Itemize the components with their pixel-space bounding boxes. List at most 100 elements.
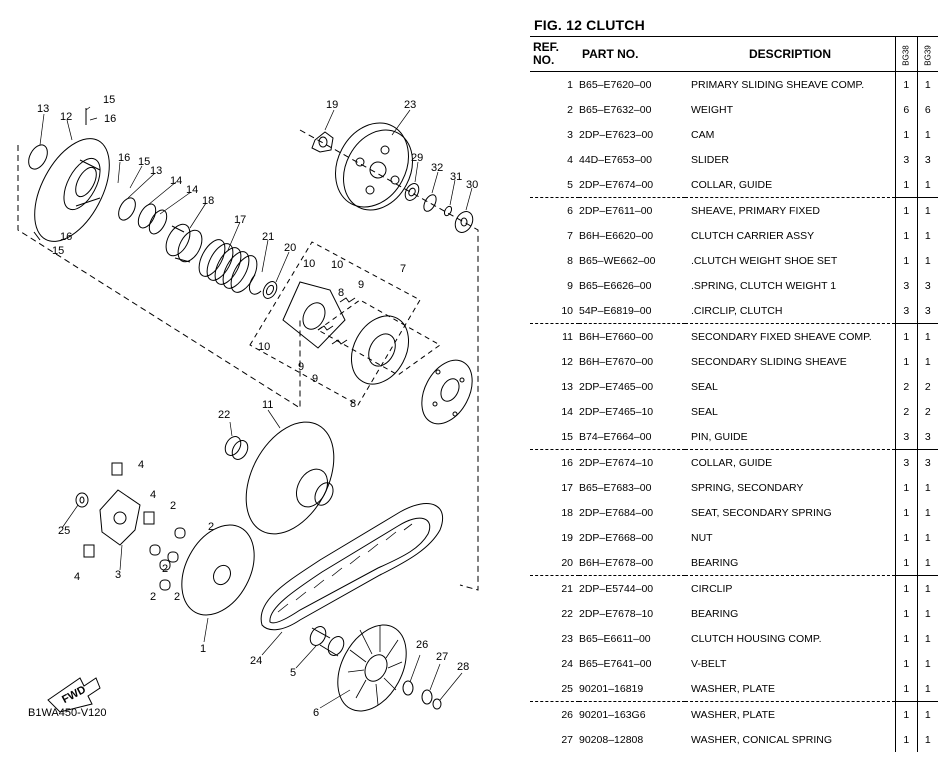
callout-label: 11	[262, 399, 273, 411]
qty-bg38-cell: 1	[895, 575, 918, 601]
ref-no-cell: 24	[561, 657, 573, 670]
qty-bg39-cell: 1	[916, 626, 938, 651]
part-no-cell: B6H–E6620–00	[579, 229, 654, 242]
description-cell: WEIGHT	[691, 103, 733, 116]
callout-label: 16	[60, 231, 72, 243]
primary-fixed-sheave-drawing	[337, 624, 407, 712]
qty-bg38-cell: 3	[895, 449, 918, 475]
callout-label: 8	[338, 287, 344, 299]
description-cell: WASHER, PLATE	[691, 682, 776, 695]
qty-bg39-cell: 1	[916, 500, 938, 525]
callout-label: 10	[331, 259, 343, 271]
qty-bg39-cell: 1	[916, 197, 938, 223]
description-cell: .SPRING, CLUTCH WEIGHT 1	[691, 279, 837, 292]
qty-bg39-cell: 1	[916, 349, 938, 374]
callout-label: 17	[234, 214, 246, 226]
callout-label: 10	[303, 258, 315, 270]
ref-no-cell: 17	[561, 481, 573, 494]
part-no-cell: B74–E7664–00	[579, 430, 652, 443]
qty-bg38-cell: 1	[895, 349, 918, 374]
qty-bg38-cell: 1	[895, 223, 918, 248]
ref-no-cell: 21	[530, 575, 579, 601]
part-no-cell: B6H–E7660–00	[579, 323, 685, 349]
ref-no-cell: 8	[567, 254, 573, 267]
qty-bg39-cell: 6	[916, 97, 938, 122]
part-no-cell: B65–WE662–00	[579, 254, 656, 267]
description-cell: WASHER, PLATE	[685, 701, 896, 727]
model-bg38-header: BG38	[895, 36, 918, 72]
ref-no-cell: 1	[567, 78, 573, 91]
ref-no-cell: 10	[561, 304, 573, 317]
leader-lines	[39, 106, 473, 709]
clutch-hub-drawing	[421, 359, 473, 425]
qty-bg38-cell: 3	[895, 273, 918, 298]
callout-label: 6	[313, 707, 319, 719]
callout-label: 18	[202, 195, 214, 207]
description-cell: SEAL	[691, 380, 718, 393]
callout-label: 15	[52, 245, 64, 257]
qty-bg39-cell: 1	[916, 651, 938, 676]
callout-label: 25	[58, 525, 70, 537]
qty-bg38-cell: 1	[895, 651, 918, 676]
description-cell: SEAT, SECONDARY SPRING	[691, 506, 832, 519]
description-cell: COLLAR, GUIDE	[685, 449, 896, 475]
callout-label: 30	[466, 179, 478, 191]
qty-bg38-cell: 1	[895, 601, 918, 626]
qty-bg39-cell: 1	[916, 172, 938, 198]
ref-no-cell: 18	[561, 506, 573, 519]
part-no-cell: 2DP–E7465–00	[579, 380, 654, 393]
callout-label: 2	[170, 500, 176, 512]
description-cell: CLUTCH HOUSING COMP.	[691, 632, 822, 645]
qty-bg38-cell: 1	[895, 701, 918, 727]
qty-bg39-cell: 1	[916, 71, 938, 97]
callout-label: 12	[60, 111, 72, 123]
qty-bg38-cell: 6	[895, 97, 918, 122]
ref-no-cell: 2	[567, 103, 573, 116]
callout-label: 20	[284, 242, 296, 254]
ref-no-cell: 26	[530, 701, 579, 727]
callout-label: 14	[170, 175, 182, 187]
callout-label: 15	[138, 156, 150, 168]
qty-bg38-cell: 1	[895, 172, 918, 198]
qty-bg39-cell: 2	[916, 374, 938, 399]
description-cell: BEARING	[691, 607, 739, 620]
description-cell: SEAL	[691, 405, 718, 418]
qty-bg38-cell: 2	[895, 374, 918, 399]
forward-arrow-icon: FWD	[47, 677, 101, 713]
clutch-housing-drawing	[335, 122, 413, 211]
parts-table: REF. NO. PART NO. DESCRIPTION BG38 BG39 …	[530, 36, 938, 752]
callout-label: 16	[104, 113, 116, 125]
qty-bg38-cell: 1	[895, 525, 918, 550]
model-bg39-header: BG39	[916, 36, 938, 72]
parts-list-panel: FIG. 12 CLUTCH REF. NO. PART NO. DESCRIP…	[530, 14, 940, 752]
part-no-cell: 2DP–E7668–00	[579, 531, 654, 544]
part-no-cell: 2DP–E7623–00	[579, 128, 654, 141]
part-no-header: PART NO.	[579, 36, 685, 72]
qty-bg39-cell: 1	[916, 701, 938, 727]
qty-bg38-cell: 1	[895, 626, 918, 651]
callout-label: 29	[411, 152, 423, 164]
callout-label: 2	[174, 591, 180, 603]
part-no-cell: 90208–12808	[579, 733, 644, 746]
collar-guide-drawing	[309, 626, 345, 657]
description-cell: COLLAR, GUIDE	[691, 178, 773, 191]
ref-no-cell: 25	[561, 682, 573, 695]
seal-13-drawing	[28, 144, 48, 170]
description-cell: CLUTCH CARRIER ASSY	[691, 229, 815, 242]
secondary-spring-seat-drawing	[165, 223, 203, 263]
callout-label: 32	[431, 162, 443, 174]
part-no-cell: 2DP–E7678–10	[579, 607, 654, 620]
secondary-fixed-sheave-drawing	[245, 421, 335, 535]
part-no-cell: B65–E7641–00	[579, 657, 652, 670]
